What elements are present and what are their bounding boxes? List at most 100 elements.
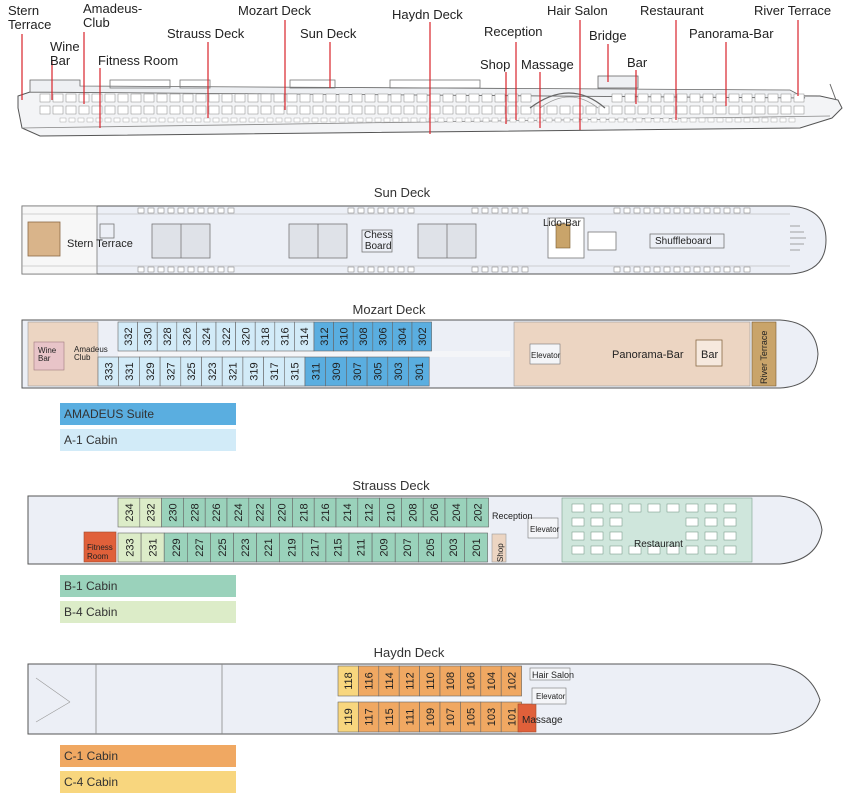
sun-lounger [521,207,529,214]
strauss-cabin-number: 216 [320,503,332,521]
sun-lounger [481,207,489,214]
legend-a1-cabin: A-1 Cabin [60,429,236,451]
profile-window [637,93,649,103]
profile-porthole [257,117,265,123]
profile-porthole [626,117,634,123]
profile-window [156,105,168,115]
profile-porthole [266,117,274,123]
profile-window [234,105,246,115]
strauss-cabin-number: 223 [240,538,252,556]
restaurant-table [609,531,623,541]
profile-porthole [392,117,400,123]
profile-window [676,105,688,115]
profile-window [286,93,298,103]
haydn-cabin-number: 102 [506,672,518,690]
profile-window [117,93,129,103]
haydn-hair-salon-box [529,667,571,681]
profile-window [650,93,662,103]
profile-porthole [743,117,751,123]
sun-lounger [613,266,621,273]
sun-lounger [147,266,155,273]
profile-porthole [95,117,103,123]
profile-window [741,93,753,103]
sun-lounger [147,207,155,214]
strauss-cabin-number: 231 [148,538,160,556]
profile-porthole [293,117,301,123]
sun-deck-wheelhouse [587,231,617,251]
sun-lounger [407,266,415,273]
profile-window [676,93,688,103]
haydn-cabin-number: 103 [486,708,498,726]
label-shop: Shop [480,57,511,72]
profile-porthole [455,117,463,123]
mozart-cabin-number: 327 [165,362,177,380]
profile-window [780,105,792,115]
strauss-cabin-number: 219 [286,538,298,556]
restaurant-table [704,531,718,541]
sun-lounger [723,266,731,273]
sun-lounger [633,266,641,273]
profile-porthole [329,117,337,123]
haydn-cabin-number: 109 [425,708,437,726]
strauss-elevator-box [527,517,559,539]
restaurant-table [571,503,585,513]
sun-lounger [481,266,489,273]
sun-lounger [137,266,145,273]
profile-window [481,93,493,103]
profile-porthole [320,117,328,123]
profile-window [702,105,714,115]
strauss-cabin-number: 225 [217,538,229,556]
mozart-cabin-number: 304 [397,327,409,345]
mozart-cabin-number: 324 [201,327,213,345]
restaurant-table [666,503,680,513]
bridge-house [597,75,639,89]
sun-deck-structure-3 [289,79,336,89]
profile-window [377,105,389,115]
mozart-bar-counter [695,339,723,367]
haydn-cabin-number: 118 [343,672,355,690]
mozart-cabin-number: 333 [103,362,115,380]
profile-window [429,105,441,115]
profile-window [377,93,389,103]
restaurant-table [571,517,585,527]
profile-window [143,105,155,115]
profile-window [325,93,337,103]
profile-window [533,105,545,115]
profile-window [208,105,220,115]
profile-window [715,93,727,103]
profile-porthole [239,117,247,123]
sun-lounger [177,266,185,273]
profile-window [624,93,636,103]
mozart-elevator-label: Elevator [531,351,561,360]
sun-lounger [397,266,405,273]
haydn-cabin-number: 106 [466,672,478,690]
mozart-wine-bar-label: Wine Bar [38,346,57,363]
profile-porthole [590,117,598,123]
profile-porthole [122,117,130,123]
profile-window [793,93,805,103]
sun-lounger [623,207,631,214]
haydn-elevator-box [531,687,567,705]
profile-window [91,105,103,115]
profile-porthole [419,117,427,123]
strauss-cabin-number: 222 [255,503,267,521]
bridge-arc-inner [539,96,599,109]
strauss-cabin-number: 212 [364,503,376,521]
profile-porthole [248,117,256,123]
profile-porthole [203,117,211,123]
profile-window [507,93,519,103]
sun-lounger [207,266,215,273]
profile-window [169,93,181,103]
restaurant-table [571,531,585,541]
profile-window [325,105,337,115]
restaurant-table [685,517,699,527]
sun-lounger [377,266,385,273]
sun-deck-lido-bar-seats [555,223,571,249]
profile-window [728,105,740,115]
mozart-cabin-number: 318 [260,327,272,345]
strauss-cabin-number: 232 [146,503,158,521]
strauss-fitness-room-label: Fitness Room [87,543,113,561]
sun-lounger [357,266,365,273]
profile-window [689,105,701,115]
strauss-cabin-number: 230 [168,503,180,521]
